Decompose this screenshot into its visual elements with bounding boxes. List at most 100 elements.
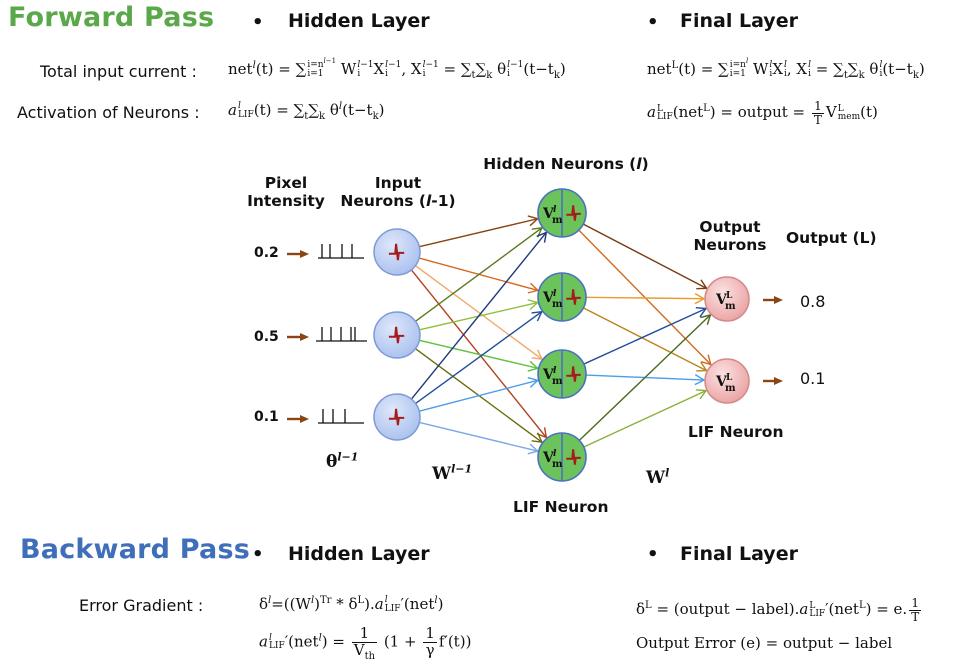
error-gradient-label: Error Gradient : xyxy=(79,596,204,615)
arrowhead xyxy=(531,349,544,360)
output-lif-neuron-label: LIF Neuron xyxy=(688,423,784,441)
output-l-label: Output (L) xyxy=(786,229,877,247)
edge-hidden-output xyxy=(583,307,708,372)
arrowhead xyxy=(536,231,548,243)
hidden-neurons-label: Hidden Neurons (l) xyxy=(476,155,656,173)
arrowhead xyxy=(700,354,712,366)
edge-input-hidden xyxy=(410,231,548,400)
hidden-lif-neuron-label: LIF Neuron xyxy=(513,498,609,516)
edge-line xyxy=(415,311,543,405)
arrowhead xyxy=(696,361,708,372)
arrowhead xyxy=(527,360,540,372)
membrane-sub: m xyxy=(725,383,736,394)
input-neuron xyxy=(373,311,421,359)
forward-pass-title: Forward Pass xyxy=(8,2,215,33)
membrane-potential-label: V xyxy=(542,367,555,383)
spike-icon xyxy=(566,366,581,382)
input-neuron xyxy=(373,393,421,441)
arrowhead xyxy=(531,310,543,322)
edge-line xyxy=(419,218,538,248)
pixel-value-0: 0.2 xyxy=(254,245,279,261)
total-input-current-label: Total input current : xyxy=(40,62,197,81)
membrane-sub: m xyxy=(552,299,563,310)
w-prev-label: Wl−1 xyxy=(432,463,472,484)
arrowhead xyxy=(531,227,544,238)
spike-icon xyxy=(388,408,405,426)
arrowhead xyxy=(531,432,544,443)
edge-line xyxy=(583,307,707,365)
edge-input-hidden xyxy=(415,265,544,360)
neuron-circle xyxy=(704,358,750,404)
hidden-label-text: Hidden Neurons ( xyxy=(483,155,637,173)
arrowhead xyxy=(700,313,712,325)
spike-train xyxy=(318,409,364,424)
edge-hidden-output xyxy=(585,293,706,305)
edge-line xyxy=(585,296,705,300)
edge-input-hidden xyxy=(415,227,544,322)
output-neurons-label: Output Neurons xyxy=(688,218,772,254)
backward-pass-title: Backward Pass xyxy=(20,534,250,565)
edge-line xyxy=(419,421,538,452)
membrane-sup: l xyxy=(553,449,557,459)
edge-hidden-output xyxy=(583,306,708,365)
edge-line xyxy=(410,231,547,400)
output-arrow xyxy=(763,296,783,304)
input-arrow xyxy=(287,250,309,258)
spike-icon xyxy=(566,205,581,221)
membrane-sub: m xyxy=(725,301,736,312)
pixel-intensity-label: Pixel Intensity xyxy=(246,174,326,210)
spike-icon xyxy=(566,289,581,305)
bullet: • xyxy=(647,544,659,565)
output-value-0: 0.8 xyxy=(800,292,826,311)
spike-icon xyxy=(388,243,405,261)
arrowhead xyxy=(694,293,706,305)
edge-input-hidden xyxy=(419,339,540,372)
membrane-potential-label: V xyxy=(715,374,728,390)
pixel-value-2: 0.1 xyxy=(254,409,279,425)
arrowhead xyxy=(527,377,540,388)
edge-hidden-output xyxy=(583,389,708,448)
membrane-potential-label: V xyxy=(542,450,555,466)
output-neurons-line2: Neurons xyxy=(693,236,767,254)
edge-input-hidden xyxy=(419,299,540,331)
arrowhead xyxy=(527,299,540,311)
edge-line xyxy=(582,223,707,289)
membrane-sub: m xyxy=(552,459,563,470)
arrow-head xyxy=(300,333,309,341)
edge-hidden-output xyxy=(585,374,706,386)
bullet: • xyxy=(647,12,659,33)
membrane-sup: l xyxy=(553,366,557,376)
membrane-potential-label: V xyxy=(542,290,555,306)
membrane-sup: l xyxy=(553,289,557,299)
spike-train xyxy=(316,327,367,342)
spike-icon xyxy=(566,449,581,465)
edge-input-hidden xyxy=(415,310,543,405)
edge-input-hidden xyxy=(419,421,540,455)
edge-line xyxy=(578,314,711,441)
arrowhead xyxy=(696,279,708,290)
hidden-label-tail: ) xyxy=(641,155,649,173)
theta-sup: l−1 xyxy=(337,450,359,464)
edge-line xyxy=(419,339,538,369)
output-neurons-line1: Output xyxy=(699,218,761,236)
spike-icon xyxy=(388,326,405,344)
arrowhead xyxy=(536,427,548,439)
edge-line xyxy=(415,265,543,360)
activation-label: Activation of Neurons : xyxy=(17,103,200,122)
arrow-head xyxy=(774,377,783,385)
forward-final-layer-heading: Final Layer xyxy=(680,10,798,32)
edge-input-hidden xyxy=(419,215,540,248)
w-symbol: W xyxy=(646,468,666,488)
pixel-label-line2: Intensity xyxy=(247,192,325,210)
edge-line xyxy=(583,307,707,372)
